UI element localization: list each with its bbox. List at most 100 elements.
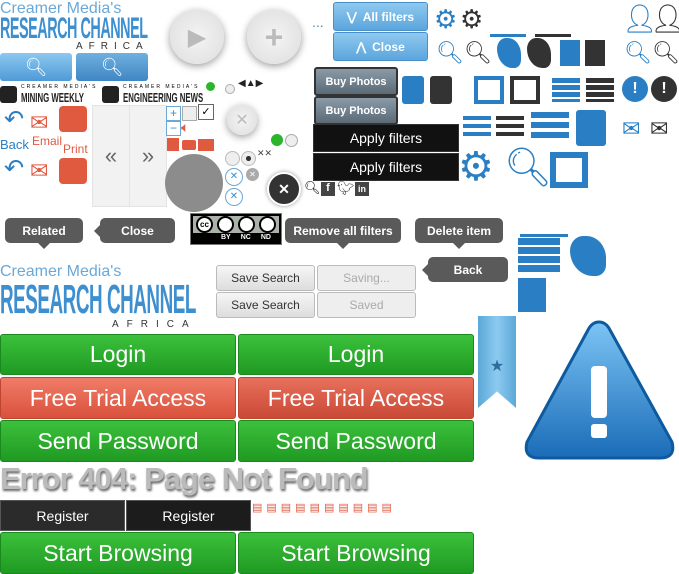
delete-item-tooltip[interactable]: Delete item <box>415 218 503 249</box>
africa-map-icon <box>527 38 551 68</box>
close-circle-button[interactable]: ✕ <box>227 105 257 135</box>
linkedin-icon[interactable]: in <box>355 182 369 196</box>
user-icon: 👤︎ <box>650 3 679 34</box>
books-icon <box>552 78 580 102</box>
image-icon <box>198 139 214 151</box>
facebook-icon[interactable]: f <box>321 182 335 196</box>
related-tooltip[interactable]: Related <box>5 218 83 249</box>
chevron-up-icon: ⋀ <box>356 39 367 54</box>
notebook-icon <box>402 76 424 104</box>
speaker-icon: 🔈︎ <box>181 119 190 135</box>
back-icon[interactable]: ↶ <box>4 155 25 182</box>
print-icon[interactable] <box>59 158 87 184</box>
print-icon[interactable] <box>59 106 87 132</box>
send-password-button[interactable]: Send Password <box>0 420 236 462</box>
warning-icon <box>522 318 677 463</box>
status-dot-gray <box>225 84 235 94</box>
list-icon <box>531 112 569 138</box>
next-button[interactable]: » <box>129 105 167 207</box>
login-button-hover[interactable]: Login <box>238 334 474 375</box>
layout-icon <box>474 76 504 104</box>
email-icon[interactable]: ✉ <box>30 110 49 135</box>
watchtower-icon <box>520 196 568 237</box>
gear-icon: ⚙ <box>460 4 484 34</box>
buy-photos-button[interactable]: Buy Photos <box>314 67 398 96</box>
start-browsing-button-hover[interactable]: Start Browsing <box>238 532 474 574</box>
email-icon: ✉ <box>622 116 641 141</box>
close-tooltip[interactable]: Close <box>94 218 175 243</box>
save-search-button[interactable]: Save Search <box>216 265 315 291</box>
status-dot-green <box>206 82 215 91</box>
buy-photos-button[interactable]: Buy Photos <box>314 96 398 125</box>
list-icon <box>496 116 524 136</box>
info-icon: ! <box>651 76 677 102</box>
document-icon <box>560 40 580 66</box>
books-icon <box>518 238 560 274</box>
toggle-on[interactable] <box>271 134 283 146</box>
close-filters-button[interactable]: ⋀Close <box>333 32 428 61</box>
add-button[interactable]: + <box>247 10 301 64</box>
gear-icon: ⚙ <box>434 4 458 34</box>
save-search-button[interactable]: Save Search <box>216 292 315 318</box>
engineering-news-logo: CREAMER MEDIA'S ENGINEERING NEWS <box>102 84 203 106</box>
plus-icon: + <box>264 18 284 55</box>
start-browsing-button[interactable]: Start Browsing <box>0 532 236 574</box>
toggle-off[interactable] <box>285 134 298 147</box>
saving-button: Saving... <box>317 265 416 291</box>
ellipsis: ... <box>312 14 324 30</box>
twitter-icon[interactable]: 🐦︎ <box>337 180 355 196</box>
search-button[interactable]: 🔍︎ <box>0 53 72 81</box>
print-link[interactable]: Print <box>63 142 88 156</box>
video-icon <box>182 140 196 150</box>
document-icon <box>518 278 546 312</box>
login-button[interactable]: Login <box>0 334 236 375</box>
gear-icon: ⚙ <box>458 145 494 189</box>
email-link[interactable]: Email <box>32 134 63 148</box>
back-icon[interactable]: ↶ <box>4 106 25 133</box>
saved-button: Saved <box>317 292 416 318</box>
back-link[interactable]: Back <box>0 137 29 152</box>
apply-filters-button[interactable]: Apply filters <box>313 153 459 181</box>
africa-map-icon <box>497 38 521 68</box>
close-icon[interactable]: ✕✕ <box>257 148 273 158</box>
back-tooltip[interactable]: Back <box>422 257 508 282</box>
notebook-icon <box>430 76 452 104</box>
apply-filters-button[interactable]: Apply filters <box>313 124 459 152</box>
research-channel-logo: Creamer Media's RESEARCH CHANNEL AFRICA <box>0 0 149 52</box>
play-button[interactable]: ▶ <box>170 10 224 64</box>
send-password-button-hover[interactable]: Send Password <box>238 420 474 462</box>
layout-icon <box>510 76 540 104</box>
checkbox-checked[interactable]: ✓ <box>198 104 214 120</box>
radio-unchecked[interactable] <box>225 151 240 166</box>
search-icon: 🔍︎ <box>24 56 48 77</box>
remove-all-filters-tooltip[interactable]: Remove all filters <box>285 218 401 249</box>
close-icon[interactable]: ✕ <box>225 168 243 186</box>
close-icon: ✕ <box>235 112 249 129</box>
email-icon: ✉ <box>650 116 669 141</box>
checkbox-unchecked[interactable] <box>182 106 197 121</box>
close-icon[interactable]: ✕ <box>225 188 243 206</box>
layout-icon <box>550 152 588 188</box>
search-icon: 🔍︎ <box>652 40 679 65</box>
search-button-active[interactable]: 🔍︎ <box>76 53 148 81</box>
list-icon <box>463 116 491 136</box>
zoom-out-button[interactable]: − <box>166 121 181 136</box>
books-icon <box>586 78 614 102</box>
free-trial-button[interactable]: Free Trial Access <box>0 377 236 419</box>
user-icon: 👤︎ <box>622 3 658 34</box>
all-filters-button[interactable]: ⋁All filters <box>333 2 428 31</box>
register-button-hover[interactable]: Register <box>126 500 251 531</box>
free-trial-button-hover[interactable]: Free Trial Access <box>238 377 474 419</box>
notebook-icon <box>576 110 606 146</box>
info-icon: ! <box>622 76 648 102</box>
small-icons-row: ▤▤▤▤▤▤▤▤▤▤ <box>252 502 396 514</box>
search-icon[interactable]: 🔍︎ <box>304 180 321 195</box>
prev-button[interactable]: « <box>92 105 130 207</box>
radio-checked[interactable] <box>241 151 256 166</box>
dismiss-button[interactable]: ✕ <box>267 172 301 206</box>
register-button[interactable]: Register <box>0 500 125 531</box>
close-icon[interactable]: ✕ <box>246 168 259 181</box>
mining-weekly-logo: CREAMER MEDIA'S MINING WEEKLY <box>0 84 100 106</box>
email-icon[interactable]: ✉ <box>30 158 49 183</box>
zoom-in-button[interactable]: + <box>166 106 181 121</box>
